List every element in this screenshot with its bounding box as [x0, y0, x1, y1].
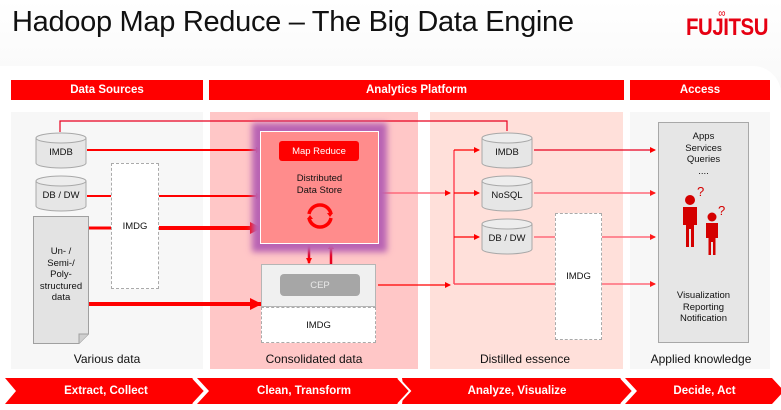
access-line-reporting: Reporting [682, 301, 725, 313]
map-reduce-badge: Map Reduce [279, 141, 359, 161]
distilled-dbdw-cylinder: DB / DW [481, 218, 533, 255]
section-header-access: Access [630, 80, 770, 100]
doc-line: Poly- [50, 269, 72, 280]
access-box: Apps Services Queries .... ? ? Visualiza… [658, 122, 749, 343]
distilled-imdb-cylinder: IMDB [481, 132, 533, 169]
consolidated-imdg-box: IMDG [261, 307, 376, 343]
process-step-clean: Clean, Transform [257, 385, 351, 397]
database-icon [481, 175, 533, 212]
access-line-queries: Queries [686, 154, 721, 165]
refresh-icon [307, 203, 333, 229]
document-icon [33, 216, 89, 344]
doc-line: Un- / [50, 246, 72, 257]
fujitsu-logo: FUJITSU∞ [686, 6, 769, 41]
chevron-step-3 [402, 378, 633, 404]
distilled-imdb-label: IMDB [495, 147, 519, 158]
access-line-apps: Apps [692, 131, 715, 142]
page-title: Hadoop Map Reduce – The Big Data Engine [12, 6, 574, 38]
process-chevrons [5, 378, 781, 404]
section-header-analytics-platform: Analytics Platform [209, 80, 624, 100]
doc-line: structured [39, 280, 83, 292]
source-dbdw-label: DB / DW [42, 190, 80, 201]
database-icon [35, 132, 87, 169]
distributed-data-store: Map Reduce Distributed Data Store [260, 131, 379, 244]
caption-various-data: Various data [73, 352, 141, 366]
access-line-visualization: Visualization [676, 290, 731, 301]
distilled-nosql-cylinder: NoSQL [481, 175, 533, 212]
caption-applied-knowledge: Applied knowledge [650, 352, 752, 366]
users-question-icon: ? ? [683, 185, 725, 255]
infinity-icon: ∞ [718, 6, 726, 20]
process-step-extract: Extract, Collect [64, 385, 148, 397]
connector-imdb-bypass [59, 120, 508, 132]
distilled-nosql-label: NoSQL [491, 190, 523, 201]
chevron-step-4 [625, 378, 781, 404]
access-line-notification: Notification [680, 313, 727, 324]
source-imdg-box: IMDG [111, 163, 159, 289]
source-dbdw-cylinder: DB / DW [35, 175, 87, 212]
caption-distilled-essence: Distilled essence [479, 352, 571, 366]
cep-badge: CEP [280, 274, 360, 296]
section-header-data-sources: Data Sources [11, 80, 203, 100]
caption-consolidated-data: Consolidated data [265, 352, 363, 366]
distilled-dbdw-label: DB / DW [488, 233, 526, 244]
access-line-services: Services [685, 142, 722, 154]
distilled-imdg-box: IMDG [555, 213, 602, 340]
doc-line: data [51, 292, 71, 303]
database-icon [481, 218, 533, 255]
svg-text:?: ? [697, 185, 704, 199]
access-line-more: .... [698, 165, 709, 177]
unstructured-data-document: Un- / Semi-/ Poly- structured data [33, 216, 89, 349]
store-label-line: Data Store [296, 184, 343, 196]
process-step-decide: Decide, Act [673, 385, 736, 397]
svg-text:?: ? [718, 203, 725, 218]
cep-container: CEP [261, 264, 376, 307]
database-icon [481, 132, 533, 169]
chevron-step-1 [5, 378, 205, 404]
database-icon [35, 175, 87, 212]
source-imdb-cylinder: IMDB [35, 132, 87, 169]
store-label-line: Distributed [296, 173, 343, 184]
source-imdb-label: IMDB [49, 147, 73, 158]
doc-line: Semi-/ [47, 257, 75, 269]
chevron-step-2 [197, 378, 410, 404]
process-step-analyze: Analyze, Visualize [467, 385, 567, 397]
